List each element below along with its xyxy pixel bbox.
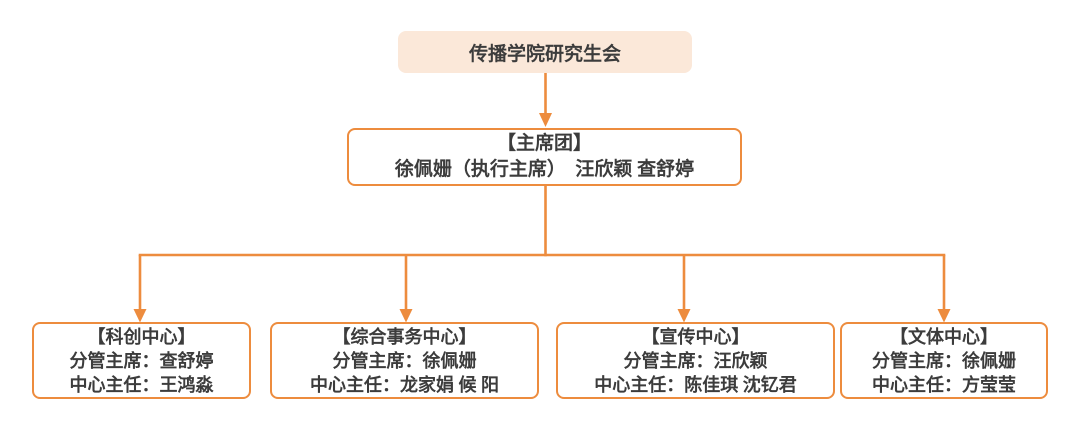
center-director: 中心主任：王鸿淼	[69, 374, 214, 395]
org-root-box: 传播学院研究生会	[398, 31, 692, 73]
center-director: 中心主任：陈佳琪 沈钇君	[594, 374, 797, 395]
center-box-kechuang: 【科创中心】 分管主席：查舒婷 中心主任：王鸿淼	[32, 322, 251, 399]
center-title: 【科创中心】	[87, 326, 196, 347]
center-director: 中心主任：方莹莹	[872, 374, 1016, 395]
down-arrowhead-icon	[677, 309, 691, 323]
center-box-wenti: 【文体中心】 分管主席：徐佩姗 中心主任：方莹莹	[840, 322, 1048, 399]
presidium-box: 【主席团】 徐佩姗（执行主席） 汪欣颖 查舒婷	[347, 128, 742, 186]
presidium-title: 【主席团】	[496, 133, 592, 154]
center-title: 【综合事务中心】	[332, 326, 477, 347]
center-box-zonghe-shiwu: 【综合事务中心】 分管主席：徐佩姗 中心主任：龙家娟 候 阳	[270, 322, 539, 399]
down-arrowhead-icon	[133, 309, 147, 323]
center-chief: 分管主席：徐佩姗	[872, 350, 1016, 371]
center-chief: 分管主席：查舒婷	[69, 350, 214, 371]
down-arrowhead-icon	[539, 113, 552, 127]
center-box-xuanchuan: 【宣传中心】 分管主席：汪欣颖 中心主任：陈佳琪 沈钇君	[556, 322, 835, 399]
down-arrowhead-icon	[399, 309, 413, 323]
center-title: 【文体中心】	[890, 326, 998, 347]
org-root-label: 传播学院研究生会	[468, 43, 621, 65]
center-chief: 分管主席：徐佩姗	[332, 350, 477, 371]
center-director: 中心主任：龙家娟 候 阳	[310, 374, 499, 395]
down-arrowhead-icon	[937, 309, 951, 323]
center-title: 【宣传中心】	[641, 326, 750, 347]
center-chief: 分管主席：汪欣颖	[623, 350, 768, 371]
presidium-members: 徐佩姗（执行主席） 汪欣颖 查舒婷	[394, 159, 695, 180]
